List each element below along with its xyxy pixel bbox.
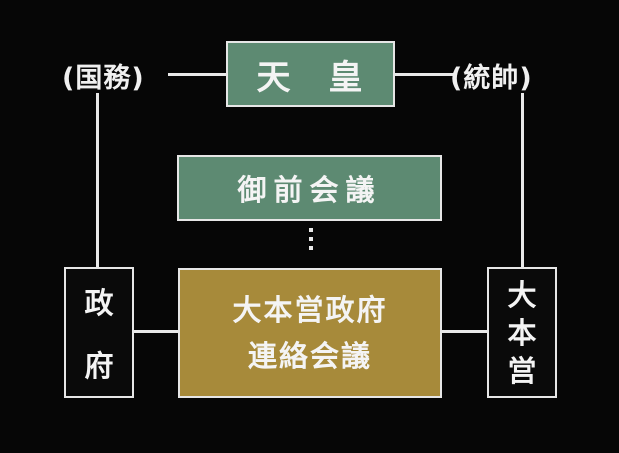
imperial-hq-char-3: 営 xyxy=(507,353,537,388)
imperial-council-label: 御前会議 xyxy=(237,173,382,207)
connector-right-middle xyxy=(441,330,488,333)
liaison-conference-box: 大本営政府 連絡会議 xyxy=(178,268,442,398)
connector-right-top xyxy=(393,73,455,76)
government-box: 政 府 xyxy=(64,267,134,398)
liaison-line-2: 連絡会議 xyxy=(247,339,372,373)
tousui-label: (統帥) xyxy=(450,63,533,94)
liaison-line-1: 大本営政府 xyxy=(232,293,388,327)
dotted-connector xyxy=(309,228,313,255)
connector-left-top xyxy=(168,73,228,76)
imperial-hq-char-1: 大 xyxy=(507,277,537,312)
emperor-box: 天 皇 xyxy=(226,41,395,107)
imperial-council-box: 御前会議 xyxy=(177,155,442,221)
imperial-hq-char-2: 本 xyxy=(507,315,537,350)
connector-left-middle xyxy=(133,330,180,333)
emperor-label: 天 皇 xyxy=(256,57,365,98)
connector-right-vertical xyxy=(521,93,524,268)
government-char-2: 府 xyxy=(84,349,114,384)
imperial-hq-box: 大 本 営 xyxy=(487,267,557,398)
government-char-1: 政 xyxy=(84,285,114,320)
kokumu-label: (国務) xyxy=(62,63,145,94)
connector-left-vertical xyxy=(96,93,99,268)
